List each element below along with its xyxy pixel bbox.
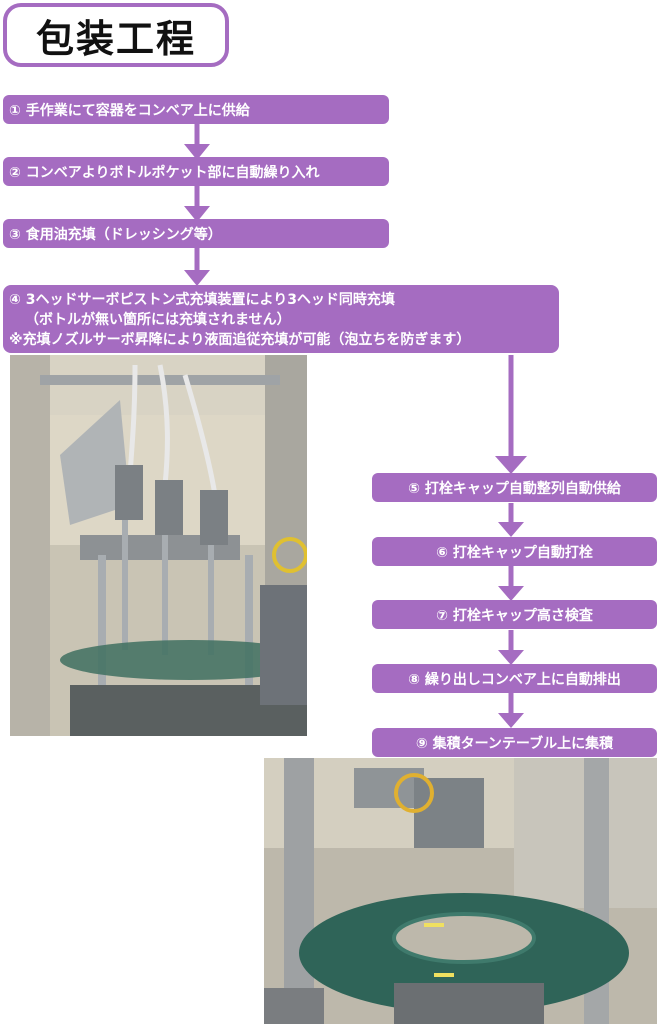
step-9-label: ⑨ 集積ターンテーブル上に集積 <box>415 735 614 752</box>
step-3-box: ③ 食用油充填（ドレッシング等） <box>3 219 389 248</box>
step-1-box: ① 手作業にて容器をコンベア上に供給 <box>3 95 389 124</box>
step-2-label: ② コンベアよりボトルポケット部に自動繰り入れ <box>9 164 320 181</box>
page-title-box: 包装工程 <box>3 3 229 67</box>
step-7-box: ⑦ 打栓キャップ高さ検査 <box>372 600 657 629</box>
step-7-label: ⑦ 打栓キャップ高さ検査 <box>436 607 593 624</box>
step-4-line-2: （ボトルが無い箇所には充填されません） <box>25 312 291 328</box>
step-1-label: ① 手作業にて容器をコンベア上に供給 <box>9 102 250 119</box>
step-3-label: ③ 食用油充填（ドレッシング等） <box>9 226 222 243</box>
step-6-box: ⑥ 打栓キャップ自動打栓 <box>372 537 657 566</box>
step-5-label: ⑤ 打栓キャップ自動整列自動供給 <box>408 480 621 497</box>
step-4-line-3: ※充填ノズルサーボ昇降により液面追従充填が可能（泡立ちを防ぎます） <box>9 332 471 348</box>
step-8-box: ⑧ 繰り出しコンベア上に自動排出 <box>372 664 657 693</box>
step-6-label: ⑥ 打栓キャップ自動打栓 <box>436 544 593 561</box>
step-8-label: ⑧ 繰り出しコンベア上に自動排出 <box>408 671 621 688</box>
filling-machine-photo <box>10 355 307 736</box>
turntable-photo <box>264 758 657 1024</box>
step-4-line-1: ④ 3ヘッドサーボピストン式充填装置により3ヘッド同時充填 <box>9 292 395 308</box>
step-2-box: ② コンベアよりボトルポケット部に自動繰り入れ <box>3 157 389 186</box>
step-5-box: ⑤ 打栓キャップ自動整列自動供給 <box>372 473 657 502</box>
step-4-box: ④ 3ヘッドサーボピストン式充填装置により3ヘッド同時充填 （ボトルが無い箇所に… <box>3 285 559 353</box>
page-title: 包装工程 <box>35 16 196 61</box>
step-9-box: ⑨ 集積ターンテーブル上に集積 <box>372 728 657 757</box>
